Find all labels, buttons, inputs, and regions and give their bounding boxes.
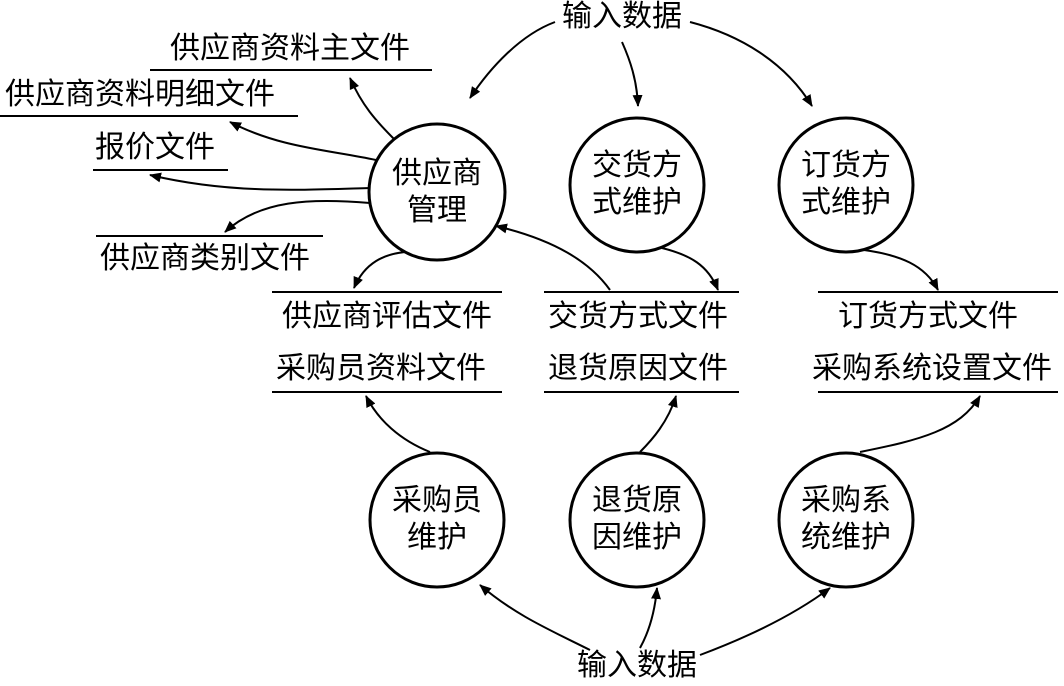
process-return-reason-maintenance-line1: 退货原 — [592, 483, 682, 518]
process-buyer-maintenance-circle — [368, 451, 506, 589]
process-return-reason-maintenance-circle — [568, 451, 706, 589]
process-supplier-management-line1: 供应商 — [392, 156, 482, 191]
flow-supplier-to-evaluation-file — [353, 251, 406, 289]
process-delivery-method-maintenance-circle — [568, 116, 706, 254]
store-block-delivery-return: 交货方式文件 退货原因文件 — [544, 291, 739, 393]
flow-supplier-to-category-file — [224, 199, 371, 233]
store-quote-file-label: 报价文件 — [95, 130, 215, 165]
process-delivery-method-maintenance-line2: 式维护 — [592, 185, 682, 220]
process-system-maintenance-line2: 统维护 — [801, 520, 891, 555]
store-supplier-master-file: 供应商资料主文件 — [150, 31, 432, 71]
process-buyer-maintenance-line1: 采购员 — [392, 483, 482, 518]
store-quote-file: 报价文件 — [93, 130, 228, 171]
process-system-maintenance-line1: 采购系 — [801, 483, 891, 518]
process-order-method-maintenance: 订货方 式维护 — [777, 116, 915, 254]
store-supplier-category-file-label: 供应商类别文件 — [100, 241, 310, 276]
store-supplier-detail-file-label: 供应商资料明细文件 — [5, 77, 275, 112]
process-delivery-method-maintenance-line1: 交货方 — [592, 148, 682, 183]
process-supplier-management-circle — [367, 122, 507, 262]
flow-system-maintenance-to-system-file — [859, 395, 981, 453]
store-order-method-file-label: 订货方式文件 — [838, 299, 1018, 334]
store-supplier-master-file-label: 供应商资料主文件 — [170, 31, 410, 66]
process-return-reason-maintenance-line2: 因维护 — [592, 520, 682, 555]
input-data-top-label: 输入数据 — [562, 0, 682, 34]
flow-input-to-supplier-management — [469, 21, 556, 99]
process-buyer-maintenance-line2: 维护 — [407, 520, 467, 555]
flow-input-to-buyer-maintenance — [479, 584, 591, 651]
flow-input-to-return-maintenance — [639, 587, 661, 649]
flow-delivery-maintenance-to-delivery-file — [661, 247, 719, 291]
flow-return-maintenance-to-return-file — [639, 395, 678, 453]
flow-order-maintenance-to-order-file — [863, 249, 939, 291]
process-delivery-method-maintenance: 交货方 式维护 — [568, 116, 706, 254]
flow-input-to-system-maintenance — [699, 587, 831, 656]
store-system-settings-file-label: 采购系统设置文件 — [812, 351, 1052, 386]
process-supplier-management: 供应商 管理 — [367, 122, 507, 262]
store-buyer-file-label: 采购员资料文件 — [276, 351, 486, 386]
store-delivery-method-file-label: 交货方式文件 — [548, 299, 728, 334]
store-supplier-category-file: 供应商类别文件 — [96, 235, 323, 276]
process-order-method-maintenance-circle — [777, 116, 915, 254]
process-system-maintenance-circle — [777, 451, 915, 589]
process-system-maintenance: 采购系 统维护 — [777, 451, 915, 589]
flow-input-to-order-maintenance — [689, 21, 813, 107]
flow-delivery-file-to-supplier-management — [495, 223, 611, 291]
store-block-supplier-eval-buyer: 供应商评估文件 采购员资料文件 — [272, 291, 502, 393]
flow-buyer-maintenance-to-buyer-file — [365, 395, 431, 453]
process-supplier-management-line2: 管理 — [407, 193, 467, 228]
flow-supplier-to-master-file — [349, 77, 396, 141]
flow-supplier-to-quote-file — [149, 172, 371, 191]
store-return-reason-file-label: 退货原因文件 — [548, 351, 728, 386]
process-buyer-maintenance: 采购员 维护 — [368, 451, 506, 589]
process-order-method-maintenance-line2: 式维护 — [801, 185, 891, 220]
flow-supplier-to-detail-file — [229, 121, 377, 161]
store-block-order-system: 订货方式文件 采购系统设置文件 — [812, 291, 1058, 393]
process-order-method-maintenance-line1: 订货方 — [801, 148, 891, 183]
store-supplier-evaluation-file-label: 供应商评估文件 — [282, 299, 492, 334]
store-supplier-detail-file: 供应商资料明细文件 — [0, 77, 298, 117]
process-return-reason-maintenance: 退货原 因维护 — [568, 451, 706, 589]
input-data-bottom-label: 输入数据 — [577, 648, 697, 683]
flow-input-to-delivery-maintenance — [621, 41, 643, 107]
